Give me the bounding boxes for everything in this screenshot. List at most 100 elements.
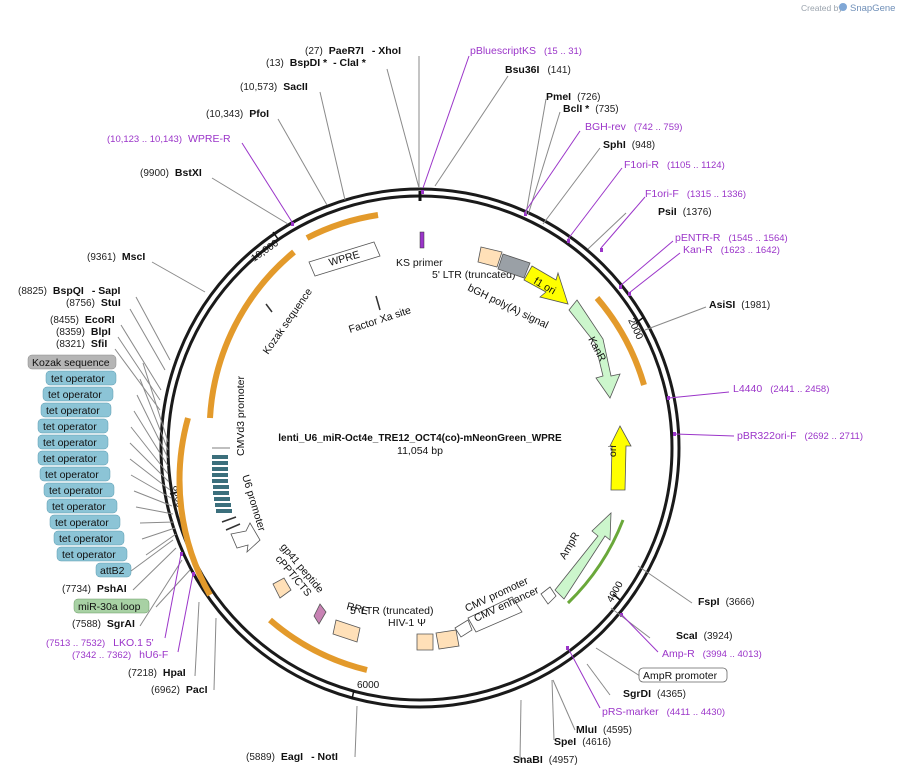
enzyme-label-sgrdi[interactable]: SgrDI(4365): [623, 688, 686, 700]
feature-ltr5-bottom-label: 5' LTR (truncated): [350, 605, 434, 617]
tet-stripe: [212, 473, 228, 477]
primer-label-kan-r[interactable]: Kan-R(1623 .. 1642): [683, 244, 780, 256]
badge-tet-operator-bg[interactable]: [43, 482, 115, 498]
badge-tet-operator-bg[interactable]: [42, 386, 114, 402]
leader-sphi: [542, 147, 601, 225]
enzyme-label-psii[interactable]: PsiI(1376): [658, 206, 712, 218]
primer-label-l4440[interactable]: L4440(2441 .. 2458): [733, 383, 829, 395]
enzyme-label-fspi[interactable]: FspI(3666): [698, 596, 755, 608]
badge-tet-operator-text: tet operator: [51, 373, 105, 385]
badge-tet-operator-text: tet operator: [43, 437, 97, 449]
enzyme-label-sgrai[interactable]: (7588)SgrAI: [72, 618, 135, 630]
feature-rre-shape[interactable]: [332, 619, 361, 643]
enzyme-label-bcli[interactable]: BclI *(735): [563, 103, 619, 115]
enzyme-label-bsu36i[interactable]: Bsu36I(141): [505, 64, 571, 76]
enzyme-label-msci[interactable]: (9361)MscI: [87, 251, 145, 263]
enzyme-label-scai[interactable]: ScaI(3924): [676, 630, 733, 642]
enzyme-label-bspdi[interactable]: (13)BspDI *- ClaI *: [266, 57, 367, 69]
enzyme-label-eagi[interactable]: (5889)EagI- NotI: [246, 751, 338, 763]
feature-cmv-promoter-shape[interactable]: [454, 619, 473, 638]
enzyme-label-pfoi[interactable]: (10,343)PfoI: [206, 108, 269, 120]
tick-label-4000: 4000: [605, 579, 626, 604]
leader-mir30a: [155, 569, 191, 608]
primer-label-amp-r[interactable]: Amp-R(3994 .. 4013): [662, 648, 762, 660]
badge-mir30a-bg[interactable]: [73, 598, 150, 614]
pleader-amp-r: [621, 614, 659, 653]
badge-tet-operator-bg[interactable]: [39, 466, 111, 482]
leader-sacii: [319, 91, 346, 201]
enzyme-label-spei[interactable]: SpeI(4616): [554, 736, 611, 748]
pleader-kan-r: [628, 252, 681, 294]
enzyme-label-ecori[interactable]: (8455)EcoRI: [50, 314, 115, 326]
primer-label-hu6-f[interactable]: (7342 .. 7362)hU6-F: [72, 649, 168, 661]
feature-gp41-shape[interactable]: [313, 603, 327, 625]
enzyme-label-blpi[interactable]: (8359)BlpI: [56, 326, 111, 338]
feature-tet-stack[interactable]: [212, 455, 232, 513]
enzyme-label-paci[interactable]: (6962)PacI: [151, 684, 208, 696]
feature-kozak-label: Kozak sequence: [261, 286, 315, 357]
feature-ltr5-top-shape[interactable]: [477, 246, 503, 268]
feature-ampr-shape[interactable]: [554, 512, 612, 600]
enzyme-label-mlui[interactable]: MluI(4595): [576, 724, 632, 736]
feature-kanr-shape[interactable]: [568, 299, 621, 399]
feature-ori-shape[interactable]: [609, 425, 632, 491]
feature-wpre-shape[interactable]: [308, 241, 381, 277]
feature-f1ori-shape[interactable]: [523, 265, 569, 305]
enzyme-label-snabi[interactable]: SnaBI(4957): [513, 754, 578, 766]
feature-cppt-shape[interactable]: [272, 577, 292, 599]
primer-label-f1ori-f[interactable]: F1ori-F(1315 .. 1336): [645, 188, 746, 200]
feature-cmv-enhancer-shape[interactable]: [467, 596, 523, 633]
orf-arc-left: [176, 417, 213, 597]
feature-ltr5-bottom-shape[interactable]: [435, 629, 460, 650]
badge-tet-operator-bg[interactable]: [45, 370, 117, 386]
feature-amp-promoter-shape[interactable]: [540, 586, 557, 605]
badge-attb2-bg[interactable]: [95, 562, 132, 578]
enzyme-label-sacii[interactable]: (10,573)SacII: [240, 81, 308, 93]
feature-factor-xa-mark[interactable]: [375, 295, 381, 311]
enzyme-label-paer7i[interactable]: (27)PaeR7I- XhoI: [305, 45, 401, 57]
feature-ks-primer-label: KS primer: [396, 257, 443, 269]
primer-label-pentr-r[interactable]: pENTR-R(1545 .. 1564): [675, 232, 788, 244]
enzyme-label-pshai[interactable]: (7734)PshAI: [62, 583, 127, 595]
badge-tet-operator-bg[interactable]: [46, 498, 118, 514]
enzyme-label-pmei[interactable]: PmeI(726): [546, 91, 600, 103]
badge-tet-operator-bg[interactable]: [56, 546, 128, 562]
primer-label-f1ori-r[interactable]: F1ori-R(1105 .. 1124): [624, 159, 725, 171]
badge-tet-operator-text: tet operator: [59, 533, 113, 545]
badge-tet-operator-bg[interactable]: [37, 418, 109, 434]
primer-label-lko1[interactable]: (7513 .. 7532)LKO.1 5': [46, 637, 154, 649]
leader-tet-5: [129, 442, 170, 483]
enzyme-label-hpai[interactable]: (7218)HpaI: [128, 667, 186, 679]
enzyme-label-asisi[interactable]: AsiSI(1981): [709, 299, 770, 311]
badge-tet-operator-bg[interactable]: [40, 402, 112, 418]
primer-label-pbr322ori-f[interactable]: pBR322ori-F(2692 .. 2711): [737, 430, 863, 442]
primer-label-pbluescriptks[interactable]: pBluescriptKS(15 .. 31): [470, 45, 582, 57]
enzyme-label-stui[interactable]: (8756)StuI: [66, 297, 121, 309]
feature-ks-primer-shape[interactable]: [419, 231, 425, 249]
feature-hiv-shape[interactable]: [416, 633, 434, 651]
enzyme-label-bstxi[interactable]: (9900)BstXI: [140, 167, 202, 179]
badge-tet-operator-bg[interactable]: [37, 434, 109, 450]
badge-tet-operator-bg[interactable]: [37, 450, 109, 466]
enzyme-label-sfii[interactable]: (8321)SfiI: [56, 338, 107, 350]
feature-kozak-mark[interactable]: [265, 303, 273, 313]
badge-tet-operator-text: tet operator: [43, 453, 97, 465]
primer-label-prs-marker[interactable]: pRS-marker(4411 .. 4430): [602, 706, 725, 718]
feature-u6-shape[interactable]: [230, 522, 261, 554]
badge-tet-operator-bg[interactable]: [49, 514, 121, 530]
leader-paci: [213, 617, 217, 691]
feature-bgh-shape[interactable]: [497, 253, 531, 279]
tet-stripe: [212, 455, 228, 459]
tick-6000-mark: [351, 689, 355, 700]
leader-eagi: [354, 705, 358, 758]
enzyme-label-sphi[interactable]: SphI(948): [603, 139, 655, 151]
primer-mark-kan-r: [628, 292, 631, 296]
badge-kozak-bg[interactable]: [27, 354, 117, 370]
badge-tet-operator-bg[interactable]: [53, 530, 125, 546]
primer-label-wpre-r[interactable]: (10,123 .. 10,143)WPRE-R: [107, 133, 231, 145]
badge-kozak-text: Kozak sequence: [32, 357, 110, 369]
primer-label-bgh-rev[interactable]: BGH-rev(742 .. 759): [585, 121, 682, 133]
leader-tet-9: [135, 506, 174, 515]
enzyme-label-bspqi[interactable]: (8825)BspQI- SapI: [18, 285, 120, 297]
badge-amp-promoter-bg[interactable]: [638, 667, 728, 683]
